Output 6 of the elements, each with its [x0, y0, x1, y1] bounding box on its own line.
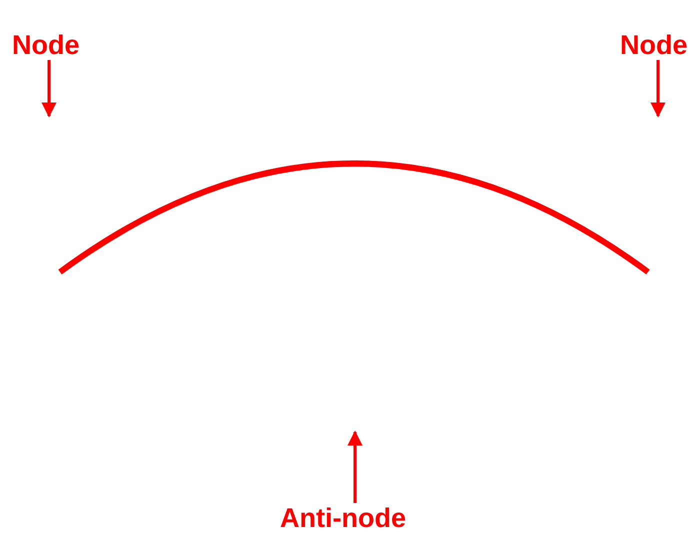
- arrow: [348, 430, 362, 503]
- arrow: [650, 60, 666, 118]
- wave-label: Anti-node: [280, 503, 406, 533]
- wave-label: Node: [12, 30, 80, 60]
- arrow: [42, 60, 56, 118]
- wave-label: Node: [620, 30, 688, 60]
